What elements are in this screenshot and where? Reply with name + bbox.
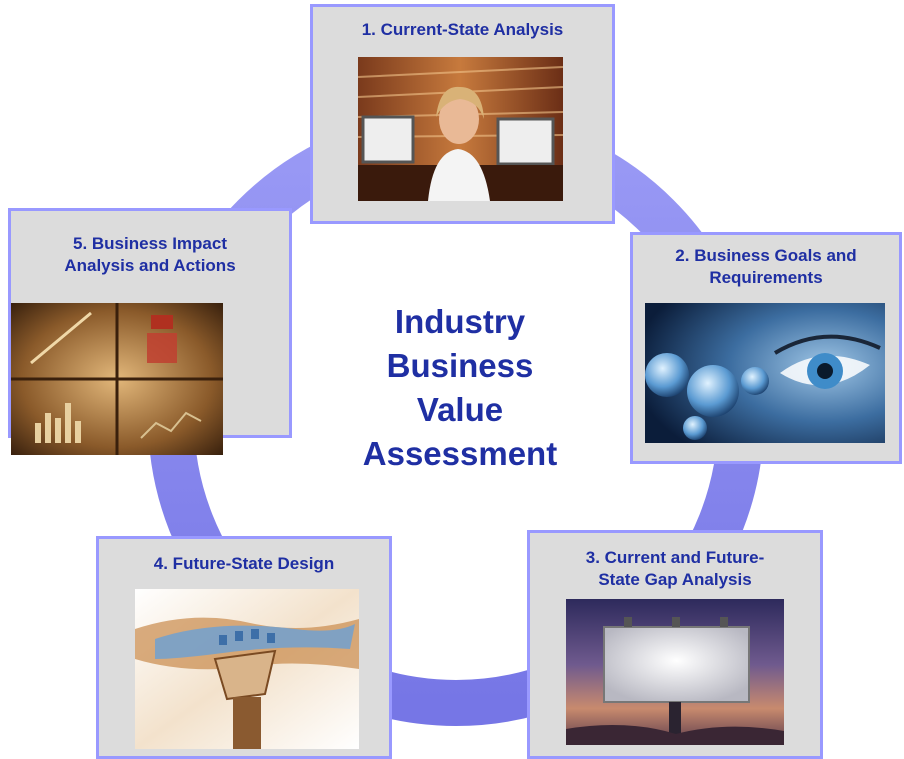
step-1-current-state-analysis: 1. Current-State Analysis	[310, 4, 615, 224]
step-5-label: 5. Business Impact Analysis and Actions	[11, 233, 289, 277]
step-2-label-line-1: 2. Business Goals and	[675, 246, 857, 265]
step-3-gap-analysis: 3. Current and Future- State Gap Analysi…	[527, 530, 823, 759]
diagram-center-title: Industry Business Value Assessment	[310, 300, 610, 476]
step-3-label: 3. Current and Future- State Gap Analysi…	[530, 547, 820, 591]
center-title-line-1: Industry	[394, 303, 526, 340]
center-title-line-3: Value	[416, 391, 504, 428]
step-5-label-line-2: Analysis and Actions	[64, 256, 236, 275]
step-1-label-line-1: 1. Current-State Analysis	[361, 20, 564, 39]
business-charts-collage-photo	[11, 303, 223, 455]
blank-billboard-photo	[566, 599, 784, 745]
hands-building-blocks-photo	[135, 589, 359, 749]
woman-with-headset-photo	[358, 57, 563, 201]
center-title-line-2: Business	[386, 347, 534, 384]
step-3-label-line-2: State Gap Analysis	[598, 570, 752, 589]
step-1-label: 1. Current-State Analysis	[313, 19, 612, 41]
step-3-label-line-1: 3. Current and Future-	[585, 548, 765, 567]
step-2-business-goals-requirements: 2. Business Goals and Requirements	[630, 232, 902, 464]
eye-and-globes-photo	[645, 303, 885, 443]
step-2-label: 2. Business Goals and Requirements	[633, 245, 899, 289]
step-4-label: 4. Future-State Design	[99, 553, 389, 575]
step-2-label-line-2: Requirements	[709, 268, 823, 287]
center-title-line-4: Assessment	[362, 435, 558, 472]
step-5-label-line-1: 5. Business Impact	[72, 234, 227, 253]
step-5-business-impact-analysis: 5. Business Impact Analysis and Actions	[8, 208, 292, 455]
step-4-future-state-design: 4. Future-State Design	[96, 536, 392, 759]
step-4-label-line-1: 4. Future-State Design	[153, 554, 335, 573]
